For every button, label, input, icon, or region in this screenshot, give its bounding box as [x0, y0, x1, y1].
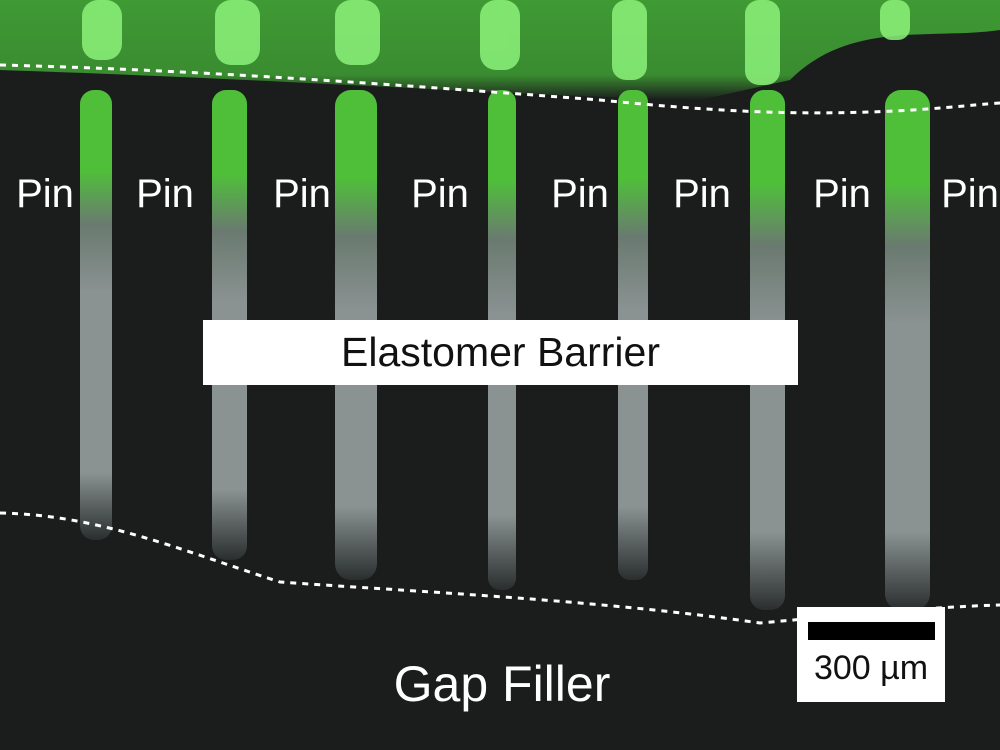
scale-bar-box: 300 µm	[797, 607, 945, 702]
pin-label: Pin	[941, 172, 999, 216]
pin-label: Pin	[813, 172, 871, 216]
elastomer-barrier-label: Elastomer Barrier	[203, 320, 798, 385]
pin-label: Pin	[551, 172, 609, 216]
channels	[80, 90, 930, 610]
scale-bar	[808, 622, 935, 640]
scale-bar-label: 300 µm	[813, 649, 929, 687]
upper-boundary-line	[0, 63, 1000, 115]
pin-label: Pin	[273, 172, 331, 216]
pin-label: Pin	[673, 172, 731, 216]
gap-filler-label: Gap Filler	[393, 656, 611, 712]
pin-label: Pin	[16, 172, 74, 216]
pin-label: Pin	[136, 172, 194, 216]
elastomer-barrier-text: Elastomer Barrier	[341, 329, 660, 375]
pin-label: Pin	[411, 172, 469, 216]
bright-spots	[82, 0, 910, 85]
